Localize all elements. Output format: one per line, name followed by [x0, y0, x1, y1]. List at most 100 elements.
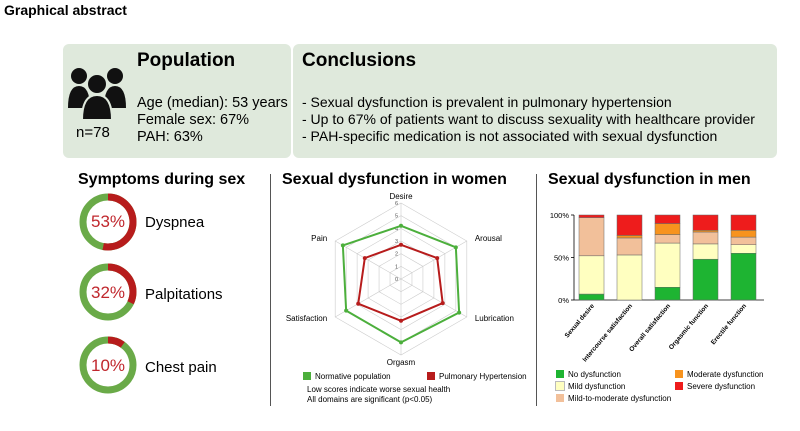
bar-segment	[616, 237, 643, 256]
legend-label: Moderate dysfunction	[687, 370, 764, 379]
conclusion-line: - Sexual dysfunction is prevalent in pul…	[302, 94, 672, 110]
radar-tick-label: 4	[395, 226, 398, 232]
population-pah: PAH: 63%	[137, 129, 203, 145]
legend-mild-dysfunction: Mild dysfunction	[555, 381, 626, 391]
radar-point	[356, 301, 361, 306]
dyspnea-donut	[79, 193, 137, 251]
bar-segment	[616, 214, 643, 236]
bar-segment	[692, 214, 719, 231]
radar-point	[344, 308, 349, 313]
x-tick-label: Overall satisfaction	[628, 303, 672, 353]
bar-segment	[730, 236, 757, 245]
radar-note: Low scores indicate worse sexual health	[307, 385, 451, 394]
bar-segment	[578, 293, 605, 301]
conclusion-line: - Up to 67% of patients want to discuss …	[302, 111, 755, 127]
bar-segment	[654, 287, 681, 301]
radar-note: All domains are significant (p<0.05)	[307, 395, 433, 404]
population-female-sex: Female sex: 67%	[137, 112, 250, 128]
radar-axis-label: Arousal	[475, 234, 502, 243]
legend-severe-dysfunction: Severe dysfunction	[675, 382, 755, 391]
radar-point	[457, 310, 462, 315]
legend-moderate-dysfunction: Moderate dysfunction	[675, 370, 764, 379]
bar-segment	[654, 234, 681, 244]
bar-segment	[692, 230, 719, 233]
column-divider	[536, 174, 537, 406]
radar-point	[340, 243, 345, 248]
x-tick-label: Sexual desire	[564, 302, 597, 339]
radar-point	[440, 301, 445, 306]
radar-axis-label: Satisfaction	[286, 314, 327, 323]
population-count: n=78	[76, 124, 110, 141]
chest-pain-donut	[79, 336, 137, 394]
column-divider	[270, 174, 271, 406]
bar-segment	[730, 244, 757, 254]
bar-segment	[730, 253, 757, 301]
legend-ph: Pulmonary Hypertension	[427, 372, 527, 381]
bar-segment	[616, 235, 643, 239]
bar-segment	[692, 231, 719, 245]
radar-point	[362, 256, 367, 261]
radar-point	[399, 242, 403, 247]
dyspnea-percent: 53%	[90, 212, 126, 231]
bar-segment	[578, 214, 605, 218]
conclusions-panel	[293, 44, 777, 158]
legend-label: No dysfunction	[568, 370, 621, 379]
donut-affected-arc	[79, 336, 137, 394]
legend-mild-to-moderate-dysfunction: Mild-to-moderate dysfunction	[556, 394, 671, 403]
radar-tick-label: 2	[395, 252, 398, 258]
radar-axis-label: Pain	[311, 234, 327, 243]
legend-normative: Normative population	[303, 372, 391, 381]
chest-pain-label: Chest pain	[145, 359, 217, 376]
population-age: Age (median): 53 years	[137, 95, 288, 111]
bar-segment	[730, 214, 757, 231]
radar-spoke	[400, 278, 467, 318]
radar-legend: Normative population Pulmonary Hypertens…	[290, 372, 535, 384]
donut-affected-arc	[79, 193, 137, 251]
graphical-abstract-title: Graphical abstract	[4, 2, 127, 18]
bar-segment	[654, 214, 681, 224]
legend-label: Severe dysfunction	[687, 382, 756, 391]
radar-series-polygon	[357, 243, 444, 322]
radar-axis-label: Orgasm	[387, 358, 416, 367]
legend-label: Mild-to-moderate dysfunction	[568, 394, 672, 403]
radar-spoke	[335, 240, 402, 280]
x-tick-label: Erectile function	[710, 303, 748, 347]
symptoms-title: Symptoms during sex	[78, 171, 246, 188]
palpitations-label: Palpitations	[145, 286, 223, 303]
women-radar-chart: 0123456DesireArousalLubricationOrgasmSat…	[286, 192, 514, 367]
radar-point	[435, 256, 440, 261]
radar-point	[399, 340, 403, 345]
bar-segment	[578, 217, 605, 257]
chest-pain-percent: 10%	[90, 356, 126, 375]
donut-affected-arc	[79, 263, 137, 321]
radar-point	[399, 223, 403, 228]
radar-tick-label: 6	[395, 201, 398, 207]
radar-tick-label: 1	[395, 264, 398, 270]
conclusion-line: - PAH-specific medication is not associa…	[302, 128, 718, 144]
bar-segment	[692, 243, 719, 260]
palpitations-percent: 32%	[90, 283, 126, 302]
radar-tick-label: 5	[395, 214, 398, 220]
men-title: Sexual dysfunction in men	[548, 171, 751, 188]
dyspnea-label: Dyspnea	[145, 214, 205, 231]
bar-segment	[578, 255, 605, 295]
y-tick-label: 0%	[558, 296, 569, 305]
bar-segment	[654, 223, 681, 235]
palpitations-donut	[79, 263, 137, 321]
legend-normative-label: Normative population	[315, 372, 391, 381]
radar-axis-label: Lubrication	[475, 314, 514, 323]
x-tick-label: Orgasmic function	[668, 303, 710, 352]
legend-label: Mild dysfunction	[568, 382, 626, 391]
bar-segment	[730, 230, 757, 238]
y-tick-label: 50%	[554, 254, 569, 263]
population-heading: Population	[137, 50, 236, 71]
bar-segment	[616, 254, 643, 301]
people-group-icon	[68, 68, 126, 120]
legend-ph-label: Pulmonary Hypertension	[439, 372, 527, 381]
radar-tick-label: 0	[395, 277, 398, 283]
legend-no-dysfunction: No dysfunction	[556, 370, 621, 379]
women-title: Sexual dysfunction in women	[282, 171, 507, 188]
radar-point	[453, 245, 458, 250]
radar-tick-label: 3	[395, 239, 398, 245]
